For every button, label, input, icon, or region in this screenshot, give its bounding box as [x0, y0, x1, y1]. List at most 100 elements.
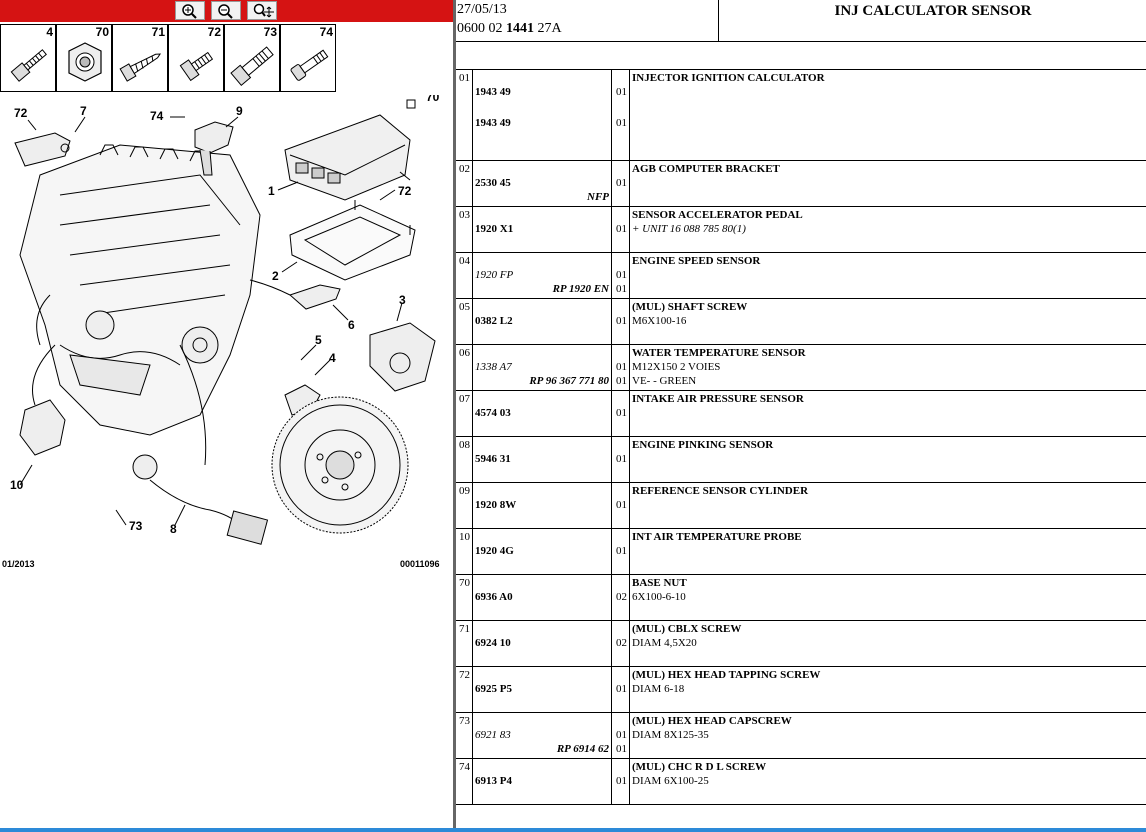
part-reference[interactable]: 1920 4G [475, 545, 514, 557]
callout-number: 10 [10, 478, 24, 492]
panel-divider[interactable] [453, 0, 456, 832]
quantity: 01 [616, 315, 627, 327]
zoom-in-icon [182, 4, 197, 19]
quantity: 02 [616, 591, 627, 603]
item-number: 02 [456, 161, 473, 206]
callout-number: 74 [150, 109, 164, 123]
zoom-in-button[interactable] [175, 1, 205, 20]
part-detail: + UNIT 16 088 785 80(1) [632, 223, 746, 235]
callout-number: 3 [399, 293, 406, 307]
reference-cell: 0382 L2 [473, 299, 612, 344]
replacement-reference[interactable]: NFP [587, 191, 609, 203]
part-reference[interactable]: 5946 31 [475, 453, 511, 465]
part-reference[interactable]: 6921 83 [475, 729, 511, 741]
callout-number: 73 [129, 519, 143, 533]
quantity-cell: 01 [612, 529, 630, 574]
part-description: WATER TEMPERATURE SENSOR [632, 347, 806, 359]
quantity: 01 [616, 453, 627, 465]
part-detail: DIAM 6-18 [632, 683, 685, 695]
header-date: 27/05/13 [457, 2, 507, 17]
quantity: 01 [616, 117, 627, 129]
quantity-cell: 01 [612, 667, 630, 712]
quantity-cell: 02 [612, 621, 630, 666]
quantity: 01 [616, 743, 627, 755]
part-reference[interactable]: 4574 03 [475, 407, 511, 419]
reference-cell: 6936 A0 [473, 575, 612, 620]
item-number: 07 [456, 391, 473, 436]
part-reference[interactable]: 1920 FP [475, 269, 514, 281]
item-number: 71 [456, 621, 473, 666]
item-number: 74 [456, 759, 473, 804]
part-description: ENGINE SPEED SENSOR [632, 255, 761, 267]
quantity-cell: 01 [612, 207, 630, 252]
quantity: 01 [616, 407, 627, 419]
header-reference: 0600 02 1441 27A [457, 21, 562, 37]
item-number: 06 [456, 345, 473, 390]
part-reference[interactable]: 1338 A7 [475, 361, 512, 373]
diagram-panel: 4 70 71 72 73 74 [0, 0, 453, 832]
item-number: 01 [456, 70, 473, 160]
diagram-date: 01/2013 [2, 559, 35, 569]
part-reference[interactable]: 1943 49 [475, 117, 511, 129]
part-reference[interactable]: 0382 L2 [475, 315, 513, 327]
quantity: 01 [616, 545, 627, 557]
part-reference[interactable]: 6925 P5 [475, 683, 512, 695]
part-detail: DIAM 8X125-35 [632, 729, 709, 741]
part-detail: DIAM 6X100-25 [632, 775, 709, 787]
part-reference[interactable]: 6924 10 [475, 637, 511, 649]
replacement-reference[interactable]: RP 1920 EN [552, 283, 609, 295]
part-detail: M6X100-16 [632, 315, 687, 327]
part-description: ENGINE PINKING SENSOR [632, 439, 774, 451]
ref-prefix: 0600 02 [457, 21, 506, 36]
quantity: 01 [616, 683, 627, 695]
quantity: 01 [616, 269, 627, 281]
callout-number: 72 [398, 184, 412, 198]
part-reference[interactable]: 2530 45 [475, 177, 511, 189]
item-number: 72 [456, 667, 473, 712]
item-number: 10 [456, 529, 473, 574]
fastener-cell: 73 [224, 24, 280, 92]
part-description: INTAKE AIR PRESSURE SENSOR [632, 393, 804, 405]
window-bottom-border [0, 828, 1146, 832]
description-cell: INJECTOR IGNITION CALCULATOR [630, 70, 1146, 160]
quantity-cell: 01 [612, 437, 630, 482]
part-description: (MUL) CHC R D L SCREW [632, 761, 767, 773]
item-number: 09 [456, 483, 473, 528]
replacement-reference[interactable]: RP 96 367 771 80 [529, 375, 609, 387]
zoom-fit-button[interactable] [247, 1, 277, 20]
reference-cell: 6913 P4 [473, 759, 612, 804]
part-reference[interactable]: 1943 49 [475, 86, 511, 98]
part-reference[interactable]: 1920 X1 [475, 223, 514, 235]
description-cell: REFERENCE SENSOR CYLINDER [630, 483, 1146, 528]
replacement-reference[interactable]: RP 6914 62 [556, 743, 609, 755]
part-detail: 6X100-6-10 [632, 591, 686, 603]
quantity: 01 [616, 361, 627, 373]
part-description: (MUL) CBLX SCREW [632, 623, 742, 635]
item-number: 03 [456, 207, 473, 252]
zoom-out-button[interactable] [211, 1, 241, 20]
part-reference[interactable]: 1920 8W [475, 499, 517, 511]
part-reference[interactable]: 6936 A0 [475, 591, 513, 603]
quantity-cell: 01 [612, 161, 630, 206]
part-reference[interactable]: 6913 P4 [475, 775, 512, 787]
